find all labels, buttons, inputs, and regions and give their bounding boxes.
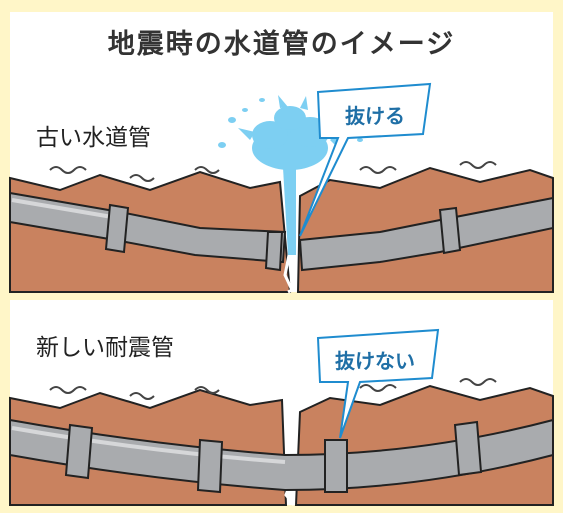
new-pipe-joint-1	[64, 423, 94, 480]
callout-old-text: 抜ける	[345, 104, 405, 128]
old-pipe-scene	[9, 82, 554, 294]
water-stream	[282, 150, 296, 255]
old-pipe-joint-3	[438, 206, 462, 255]
squiggle-4	[359, 166, 397, 174]
squiggle-5	[459, 161, 497, 169]
new-pipe-joint-2	[196, 438, 224, 494]
old-pipe-joint-2	[264, 231, 284, 272]
callout-new-bubble	[316, 328, 440, 439]
ground-crack	[283, 249, 294, 294]
diagram-title: 地震時の水道管のイメージ	[107, 29, 456, 60]
callout-new-text: 抜けない	[335, 349, 415, 373]
label-new-pipe: 新しい耐震管	[36, 335, 174, 361]
callout-old-bubble	[299, 82, 432, 237]
new-pipe-joint-4	[453, 420, 483, 477]
old-pipe-joint-1	[104, 203, 130, 254]
old-pipe-right	[298, 196, 554, 272]
new-pipe-joint-3	[324, 439, 348, 493]
label-old-pipe: 古い水道管	[36, 125, 151, 151]
squiggle-1	[49, 166, 87, 174]
squiggle-2	[129, 174, 155, 182]
squiggle-3	[194, 166, 220, 174]
new-pipe-scene	[9, 328, 554, 506]
